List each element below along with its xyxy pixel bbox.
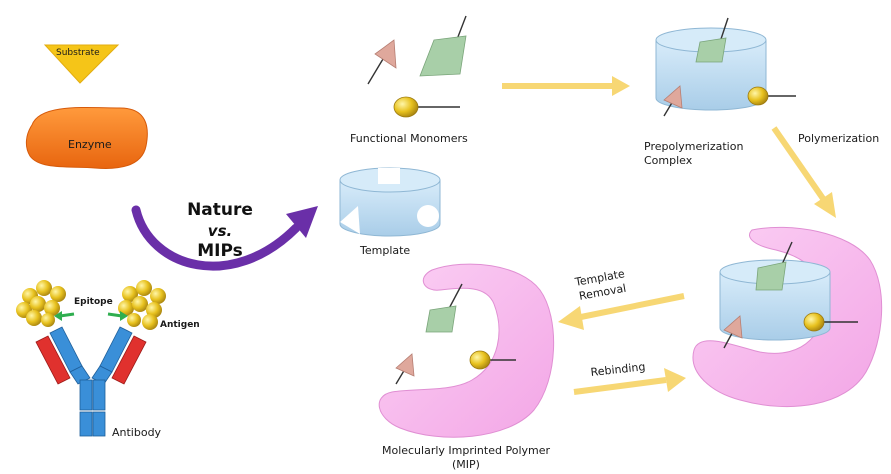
nature-label: Nature: [187, 200, 253, 220]
epitope-label: Epitope: [74, 297, 113, 307]
complex-label: Complex: [644, 154, 693, 167]
monomer-cone: [367, 39, 397, 85]
mip-label-line2: (MIP): [452, 458, 480, 471]
substrate-triangle: [43, 44, 120, 84]
nature-vs-mips-curved-arrow: [131, 205, 318, 271]
vs-label: vs.: [207, 222, 233, 240]
monomer-bead: [393, 96, 460, 118]
prepolymerization-label: Prepolymerization: [644, 140, 744, 153]
polymerization-label: Polymerization: [798, 132, 880, 145]
template-removal-arrow: [558, 293, 685, 330]
antigen-label: Antigen: [160, 320, 200, 330]
template-label: Template: [360, 244, 411, 257]
enzyme-label: Enzyme: [68, 138, 112, 151]
antibody-shape: [35, 326, 147, 437]
polymerization-arrow: [771, 126, 836, 218]
antigen-cluster-left: [16, 280, 66, 327]
functional-monomers-label: Functional Monomers: [350, 132, 468, 145]
prepolymerization-complex: [655, 17, 796, 117]
mips-label: MIPs: [197, 241, 243, 261]
substrate-label: Substrate: [56, 48, 100, 58]
rebinding-arrow: [573, 368, 686, 395]
mip-polymer: [378, 263, 555, 438]
mip-label-line1: Molecularly Imprinted Polymer: [381, 444, 551, 457]
enzyme-blob: [25, 107, 148, 169]
polymer-with-template: [692, 226, 883, 408]
antigen-cluster-right: [118, 280, 166, 330]
epitope-arrows: [54, 311, 128, 321]
monomer-diamond: [419, 15, 467, 77]
arrow-to-complex: [502, 76, 630, 96]
antibody-label: Antibody: [112, 426, 162, 439]
template-cylinder: [339, 167, 441, 237]
